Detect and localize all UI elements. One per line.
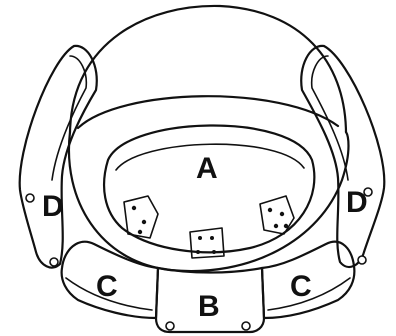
- outer-shell: [70, 6, 346, 132]
- bottom-panel-left-hole: [166, 322, 174, 330]
- label-left-side: D: [42, 190, 64, 223]
- label-left-lower: C: [96, 270, 118, 303]
- label-bottom: B: [198, 290, 220, 323]
- left-side-panel: [20, 46, 97, 268]
- left-panel-upper-hole: [26, 194, 34, 202]
- mount-pad-center: [190, 228, 224, 258]
- ring-top-edge: [78, 96, 338, 128]
- label-right-lower: C: [290, 270, 312, 303]
- right-panel-lower-hole: [358, 256, 366, 264]
- label-center: A: [196, 152, 218, 185]
- left-panel-lower-hole: [50, 258, 58, 266]
- bottom-panel-right-hole: [242, 322, 250, 330]
- label-right-side: D: [346, 186, 368, 219]
